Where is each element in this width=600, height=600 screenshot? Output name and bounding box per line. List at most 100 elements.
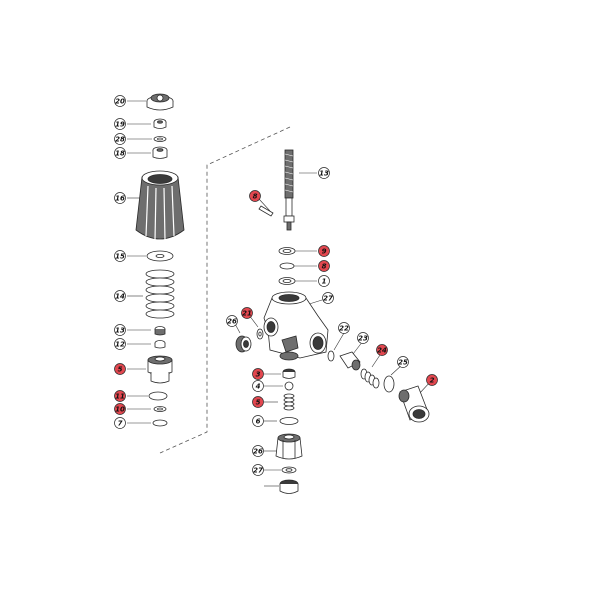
callout-number: 19 bbox=[115, 120, 125, 128]
part-12-fitting bbox=[147, 355, 173, 384]
part-15-spring bbox=[145, 269, 175, 319]
callout-19: 19 bbox=[114, 118, 126, 130]
callout-bubble bbox=[249, 190, 261, 202]
callout-5-highlighted: 5 bbox=[252, 396, 264, 408]
callout-bubble bbox=[114, 192, 126, 204]
callout-4: 4 bbox=[252, 380, 264, 392]
callout-bubble bbox=[114, 403, 126, 415]
callout-21-highlighted: 21 bbox=[241, 307, 253, 319]
callout-number: 27 bbox=[323, 294, 333, 302]
callout-number: 18 bbox=[115, 149, 125, 157]
callout-bubble bbox=[114, 390, 126, 402]
part-25-fitting bbox=[398, 385, 430, 423]
part-27-plug bbox=[279, 479, 299, 494]
callout-bubble bbox=[252, 396, 264, 408]
part-13-pin bbox=[258, 205, 274, 217]
part-2-cap bbox=[282, 368, 296, 379]
callout-bubble bbox=[226, 315, 238, 327]
callout-bubble bbox=[338, 322, 350, 334]
callout-number: 16 bbox=[115, 194, 125, 202]
callout-2-highlighted: 2 bbox=[426, 374, 438, 386]
callout-8-highlighted: 8 bbox=[249, 190, 261, 202]
callout-number: 4 bbox=[256, 382, 261, 390]
callout-bubble bbox=[376, 344, 388, 356]
callout-number: 13 bbox=[115, 326, 125, 334]
callout-bubble bbox=[114, 363, 126, 375]
callout-number: 20 bbox=[115, 97, 125, 105]
part-5-oring bbox=[279, 417, 299, 425]
part-14-nut-lower bbox=[154, 340, 166, 349]
part-7-stem bbox=[283, 149, 295, 231]
part-5-oring-left bbox=[148, 391, 168, 401]
part-21-oring bbox=[327, 350, 335, 362]
callout-bubble bbox=[252, 368, 264, 380]
assembly-guide-dashed-line bbox=[159, 126, 291, 454]
callout-bubble bbox=[318, 275, 330, 287]
callout-number: 5 bbox=[118, 365, 123, 373]
callout-26: 26 bbox=[252, 445, 264, 457]
part-14-nut bbox=[154, 326, 166, 336]
callout-bubble bbox=[114, 95, 126, 107]
callout-bubble bbox=[241, 307, 253, 319]
callout-bubble bbox=[318, 260, 330, 272]
callout-bubble bbox=[114, 250, 126, 262]
callout-number: 6 bbox=[256, 417, 261, 425]
part-19-nut bbox=[153, 118, 167, 129]
part-26-washer bbox=[281, 466, 297, 474]
callout-number: 2 bbox=[430, 376, 435, 384]
part-22-seat bbox=[339, 351, 361, 371]
callout-14: 14 bbox=[114, 290, 126, 302]
callout-9-highlighted: 9 bbox=[318, 245, 330, 257]
callout-8-highlighted: 8 bbox=[318, 260, 330, 272]
part-8-ring-bottom bbox=[278, 277, 296, 285]
callout-18: 18 bbox=[114, 147, 126, 159]
callout-number: 14 bbox=[115, 292, 125, 300]
callout-1: 1 bbox=[318, 275, 330, 287]
callout-number: 28 bbox=[115, 135, 125, 143]
callout-number: 13 bbox=[319, 169, 329, 177]
callout-6: 6 bbox=[252, 415, 264, 427]
callout-25: 25 bbox=[397, 356, 409, 368]
callout-3-highlighted: 3 bbox=[252, 368, 264, 380]
callout-28: 28 bbox=[114, 133, 126, 145]
callout-number: 11 bbox=[115, 392, 125, 400]
callout-number: 3 bbox=[256, 370, 261, 378]
part-8-ring-top bbox=[278, 247, 296, 255]
part-28-washer bbox=[153, 136, 167, 142]
part-6-hex-plug bbox=[275, 433, 303, 460]
callout-number: 15 bbox=[115, 252, 125, 260]
callout-number: 7 bbox=[118, 419, 123, 427]
callout-bubble bbox=[114, 133, 126, 145]
callout-11-highlighted: 11 bbox=[114, 390, 126, 402]
callout-10-highlighted: 10 bbox=[114, 403, 126, 415]
callout-number: 21 bbox=[242, 309, 252, 317]
callout-number: 26 bbox=[253, 447, 263, 455]
callout-23: 23 bbox=[357, 332, 369, 344]
callout-7: 7 bbox=[114, 417, 126, 429]
callout-bubble bbox=[114, 118, 126, 130]
callout-bubble bbox=[114, 147, 126, 159]
part-1-valve-body bbox=[263, 291, 329, 361]
callout-labels: 2019281816151413125111071389812726212223… bbox=[114, 95, 438, 476]
callout-bubble bbox=[252, 380, 264, 392]
part-16-washer bbox=[146, 250, 174, 262]
callout-22: 22 bbox=[338, 322, 350, 334]
callout-bubble bbox=[114, 324, 126, 336]
part-3-ball bbox=[284, 381, 294, 391]
callout-bubble bbox=[318, 167, 330, 179]
callout-number: 25 bbox=[398, 358, 408, 366]
callout-27: 27 bbox=[322, 292, 334, 304]
callout-13: 13 bbox=[114, 324, 126, 336]
callout-number: 12 bbox=[115, 340, 125, 348]
callout-bubble bbox=[252, 445, 264, 457]
part-23-spring bbox=[360, 368, 380, 389]
part-18-nut bbox=[152, 146, 168, 159]
callout-bubble bbox=[114, 290, 126, 302]
callout-number: 8 bbox=[322, 262, 327, 270]
callout-20: 20 bbox=[114, 95, 126, 107]
callout-number: 1 bbox=[322, 277, 327, 285]
callout-13: 13 bbox=[318, 167, 330, 179]
callout-number: 23 bbox=[358, 334, 368, 342]
callout-12: 12 bbox=[114, 338, 126, 350]
